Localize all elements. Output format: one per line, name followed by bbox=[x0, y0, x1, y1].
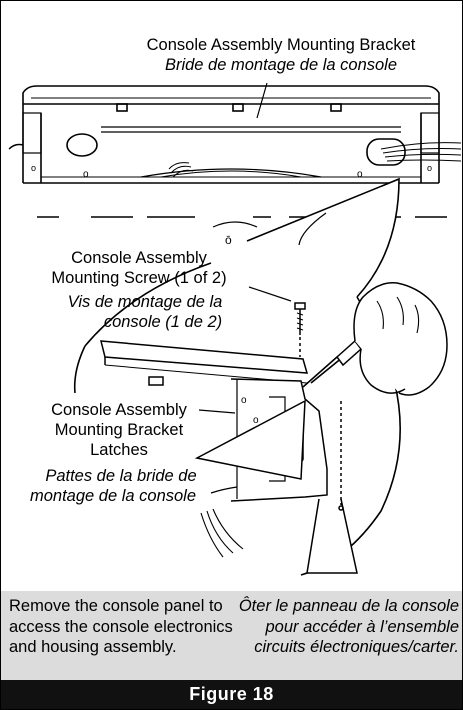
caption-english: Remove the console panel to access the c… bbox=[9, 597, 233, 656]
svg-text:o: o bbox=[253, 415, 259, 426]
screwdriver bbox=[302, 339, 363, 388]
svg-text:ō: ō bbox=[225, 233, 232, 247]
label-latch-fr-1: Pattes de la bride de bbox=[45, 467, 196, 485]
label-latch-en-2: Mounting Bracket bbox=[55, 421, 184, 439]
svg-text:o: o bbox=[241, 395, 247, 406]
zoom-wedge bbox=[246, 177, 400, 298]
caption-french: Ôter le panneau de la console pour accéd… bbox=[238, 597, 459, 656]
svg-text:o: o bbox=[357, 169, 363, 180]
label-screw-en-1: Console Assembly bbox=[71, 249, 207, 267]
label-latch-en-1: Console Assembly bbox=[51, 401, 187, 419]
diagram-illustration: o o o o bbox=[8, 36, 462, 576]
svg-text:o: o bbox=[427, 163, 432, 173]
label-screw-fr-2: console (1 de 2) bbox=[104, 313, 222, 331]
label-latch-fr-2: montage de la console bbox=[30, 487, 196, 505]
mounting-screw bbox=[294, 302, 306, 357]
label-bracket-fr: Bride de montage de la console bbox=[165, 56, 397, 74]
label-screw-fr-1: Vis de montage de la bbox=[68, 293, 223, 311]
bracket-top-view: o o o o bbox=[8, 85, 462, 184]
latch-pointer bbox=[194, 399, 306, 480]
hand bbox=[353, 282, 448, 396]
svg-text:o: o bbox=[31, 163, 36, 173]
label-bracket-en: Console Assembly Mounting Bracket bbox=[147, 36, 416, 54]
label-latch-en-3: Latches bbox=[90, 441, 148, 459]
svg-text:o: o bbox=[83, 169, 89, 180]
label-screw-en-2: Mounting Screw (1 of 2) bbox=[51, 269, 226, 287]
figure-label: Figure 18 bbox=[1, 680, 462, 709]
caption-area bbox=[1, 591, 462, 680]
